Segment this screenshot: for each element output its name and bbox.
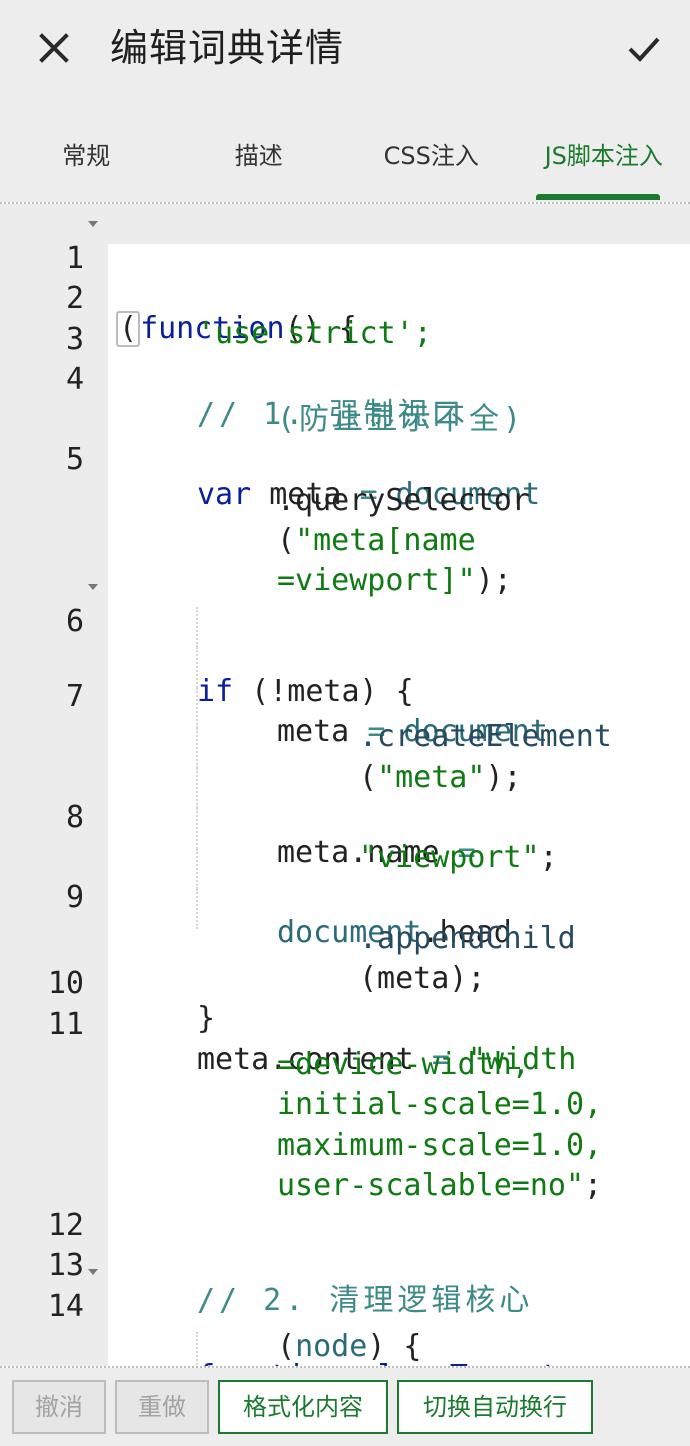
code-line-wrap: =device-width,: [277, 1046, 530, 1082]
line-number: 2: [65, 281, 84, 317]
tab-bar: 常规 描述 CSS注入 JS脚本注入: [0, 118, 690, 202]
line-number: 14: [47, 1288, 84, 1324]
code-line-wrap: initial-scale=1.0,: [277, 1087, 603, 1123]
code-line-wrap: ("meta[name: [277, 523, 476, 559]
line-number: 12: [47, 1208, 84, 1244]
code-editor[interactable]: 1 (function() { 2 'use strict'; 3 4 // 1…: [0, 202, 690, 1368]
fold-arrow-icon[interactable]: [88, 1268, 98, 1275]
line-number: 10: [47, 966, 84, 1002]
app-bar: 编辑词典详情: [0, 0, 690, 100]
toggle-wrap-button[interactable]: 切换自动换行: [397, 1380, 593, 1434]
tab-css-injection[interactable]: CSS注入: [383, 142, 479, 170]
code-line-wrap: .createElement: [0, 647, 690, 754]
code-line: 11 meta.content = "width: [0, 970, 690, 1077]
tab-general[interactable]: 常规: [62, 142, 111, 170]
code-line: 1 (function() {: [0, 204, 690, 347]
code-line: 8 meta.name =: [0, 727, 690, 870]
fold-arrow-icon[interactable]: [88, 221, 98, 227]
line-number: 5: [65, 442, 84, 478]
code-line-wrap: ("meta");: [0, 687, 690, 795]
editor-toolbar: 撤消 重做 格式化内容 切换自动换行: [0, 1370, 690, 1446]
code-line: 3: [0, 285, 690, 357]
line-number: 9: [65, 880, 84, 916]
undo-button[interactable]: 撤消: [12, 1380, 106, 1434]
line-number: 6: [65, 603, 84, 639]
redo-button[interactable]: 重做: [115, 1380, 209, 1434]
line-gutter: [0, 204, 108, 1366]
code-line-wrap: "viewport";: [0, 768, 690, 875]
check-icon[interactable]: [618, 24, 670, 72]
line-number: 13: [47, 1248, 84, 1284]
format-button[interactable]: 格式化内容: [218, 1380, 388, 1434]
code-line: 15 //: [0, 1332, 690, 1366]
code-line-wrap: .querySelector: [277, 482, 530, 518]
code-line-wrap: user-scalable=no";: [277, 1167, 603, 1203]
code-line: 5 var meta = document: [0, 405, 690, 512]
code-line: 6 if (!meta) {: [0, 567, 690, 709]
code-line-wrap: (meta);: [0, 889, 690, 996]
line-number: 7: [65, 678, 84, 714]
code-line-wrap: (node) {: [277, 1329, 422, 1365]
line-number: 11: [47, 1006, 84, 1042]
line-number: 1: [65, 241, 84, 276]
code-line: 10 }: [0, 929, 690, 1036]
tab-active-indicator: [535, 194, 660, 200]
code-line-wrap: maximum-scale=1.0,: [277, 1127, 603, 1163]
code-line: 2 'use strict';: [0, 244, 690, 351]
code-line: 14 function cleanTarget: [0, 1252, 690, 1366]
line-number: 3: [65, 321, 84, 357]
code-line-wrap: .appendChild: [0, 848, 690, 956]
page-title: 编辑词典详情: [110, 26, 345, 70]
code-line: 12: [0, 1171, 690, 1243]
code-line: 7 meta = document: [0, 606, 690, 749]
line-number: 8: [65, 799, 84, 835]
tab-js-injection[interactable]: JS脚本注入: [518, 118, 690, 202]
code-line: 9 document.head: [0, 808, 690, 950]
close-icon[interactable]: [30, 24, 78, 72]
code-line: 13 // 2. 清理逻辑核心: [0, 1211, 690, 1318]
tab-description[interactable]: 描述: [234, 142, 283, 170]
text-cursor: (: [116, 311, 141, 347]
line-number: 4: [65, 361, 84, 397]
code-line-wrap: =viewport]");: [277, 563, 512, 599]
code-line: 4 // 1. 强制视口: [0, 325, 690, 432]
fold-arrow-icon[interactable]: [88, 583, 98, 590]
code-line-wrap: (防止显示不全): [277, 402, 526, 438]
code-content[interactable]: 1 (function() { 2 'use strict'; 3 4 // 1…: [0, 204, 690, 1366]
